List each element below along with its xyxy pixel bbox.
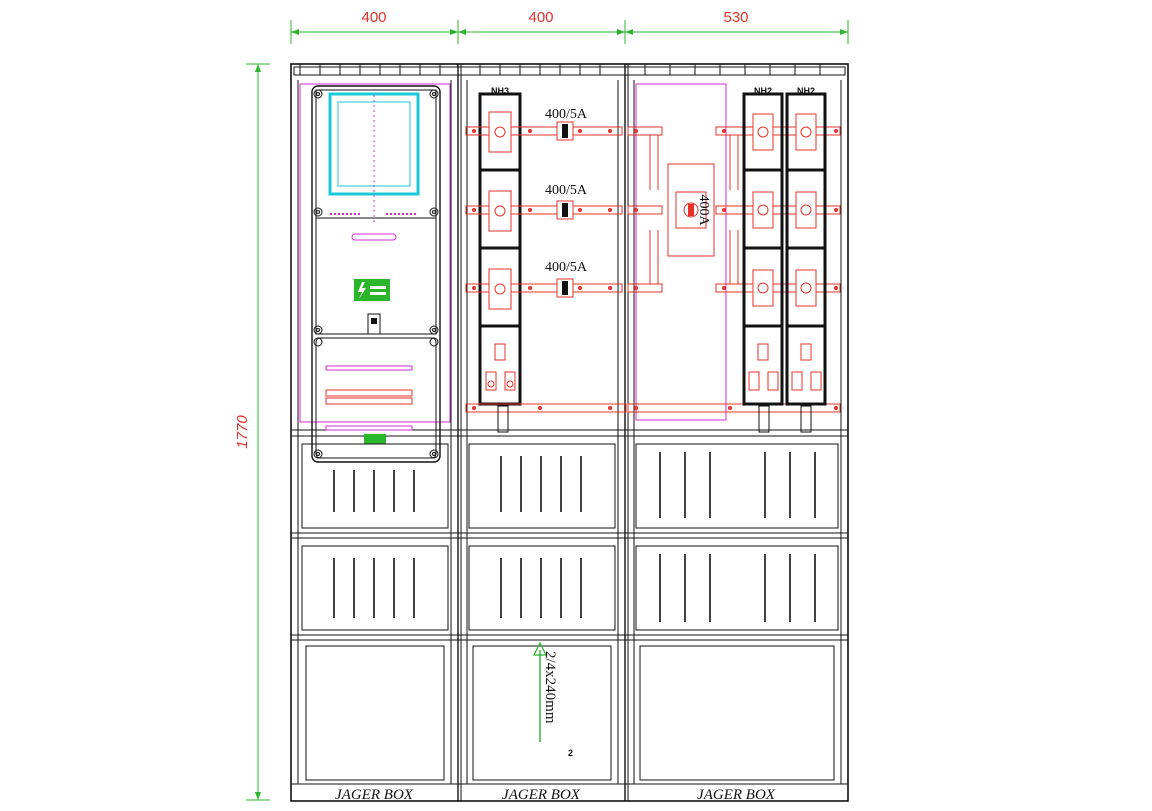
ct-rating-1: 400/5A: [545, 107, 588, 122]
base-plinth: [305, 645, 835, 781]
busbar-holes-section3: [634, 129, 838, 410]
brand-label-3: JAGER BOX: [697, 787, 776, 803]
meter-section: [299, 83, 451, 463]
ct-rating-3: 400/5A: [545, 260, 588, 275]
total-height-label: 1770: [234, 415, 251, 449]
cable-entry-arrow: [533, 641, 547, 742]
ct-rating-2: 400/5A: [545, 183, 588, 198]
nh3-fuse-section: [465, 92, 627, 433]
lightning-icon: [358, 282, 366, 299]
mounting-screws: [313, 89, 439, 459]
width-section-1-label: 400: [361, 9, 386, 26]
nh2-fuse-holders: [748, 113, 822, 391]
brand-label-1: JAGER BOX: [335, 787, 414, 803]
busbar-holes-section2: [472, 129, 612, 410]
ct-cores: [562, 124, 568, 295]
nh2-dividers: [744, 168, 825, 328]
nh2-fuse-section: [627, 83, 841, 433]
nh2-label-a: NH2: [754, 86, 772, 96]
busbars-section3: [627, 126, 841, 413]
switch-rating: 400A: [696, 194, 711, 226]
cable-size-label: 2/4x240mm: [542, 651, 558, 724]
nh3-fuse-holders: [485, 111, 516, 391]
small-label-sign: [364, 434, 386, 444]
brand-label-2: JAGER BOX: [502, 787, 581, 803]
roof-vents: [299, 64, 821, 75]
lock-icon: [367, 313, 381, 335]
cable-size-superscript: 2: [568, 748, 573, 758]
busbars-section2: [465, 126, 627, 413]
lower-cover-panels: [301, 443, 839, 631]
width-section-3-label: 530: [723, 9, 748, 26]
nh2-label-b: NH2: [797, 86, 815, 96]
meter-window: [328, 92, 420, 196]
load-break-switch: [667, 163, 715, 257]
dimension-arrows: [255, 29, 848, 800]
vent-slots: [333, 452, 816, 622]
width-section-2-label: 400: [528, 9, 553, 26]
nh3-label: NH3: [491, 86, 509, 96]
